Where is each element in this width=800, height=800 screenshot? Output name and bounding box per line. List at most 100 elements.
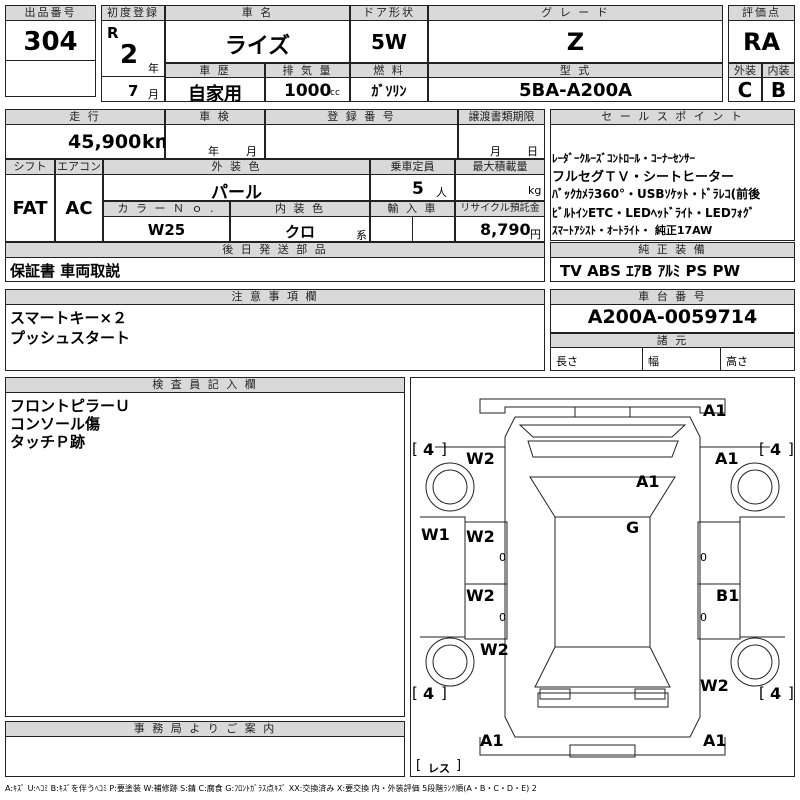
- displacement: 1000: [284, 81, 332, 101]
- mark-b1-door-r2: B1: [716, 586, 740, 605]
- door-zero-l1: 0: [499, 551, 506, 564]
- transfer-day: 日: [527, 145, 538, 158]
- tire-tl-bracket-open: [: [412, 440, 418, 458]
- capacity-unit: 人: [436, 186, 447, 199]
- door-zero-l2: 0: [499, 611, 506, 624]
- tire-bl-bracket-close: ]: [441, 684, 447, 702]
- capacity: 5: [412, 179, 424, 199]
- mileage-label: 走 行: [5, 109, 165, 125]
- mark-a1-front: A1: [703, 401, 727, 420]
- recycle: 8,790: [480, 220, 531, 239]
- model-label: 型 式: [428, 63, 723, 78]
- car-name: ライズ: [224, 34, 291, 59]
- spare-bracket-close: ]: [456, 758, 462, 773]
- mark-w1-left: W1: [421, 525, 450, 544]
- tire-tr: 4: [770, 440, 782, 459]
- reg-month: 7: [128, 82, 139, 100]
- mark-w2-rear-l: W2: [480, 640, 509, 659]
- spec-split-1: [642, 348, 643, 371]
- car-name-label: 車 名: [165, 5, 350, 21]
- history-label: 車 歴: [165, 63, 265, 78]
- mark-w2-door-l2: W2: [466, 586, 495, 605]
- legend: A:ｷｽﾞ U:ﾍｺﾐ B:ｷｽﾞを伴うﾍｺﾐ P:要塗装 W:補修跡 S:錆 …: [5, 784, 537, 793]
- mileage: 45,900: [68, 131, 142, 153]
- score-label: 評価点: [728, 5, 795, 21]
- inspector-cell: [5, 377, 405, 717]
- displacement-label: 排 気 量: [265, 63, 350, 78]
- sales-line-2: フルセグＴＶ・シートヒーター: [552, 170, 735, 185]
- door-zero-r2: 0: [700, 611, 707, 624]
- mark-w2-fl: W2: [466, 449, 495, 468]
- history: 自家用: [188, 84, 242, 105]
- spec-width: 幅: [648, 355, 659, 368]
- notes-line-2: プッシュスタート: [10, 329, 131, 347]
- sales-line-4: ﾋﾞﾙﾄｲﾝETC・LEDﾍｯﾄﾞﾗｲﾄ・LEDﾌｫｸﾞ: [552, 206, 755, 220]
- import-split: [412, 217, 413, 242]
- first-reg-divider: [101, 76, 165, 77]
- door-zero-r1: 0: [700, 551, 707, 564]
- tire-br: 4: [770, 684, 782, 703]
- load-label: 最大積載量: [455, 159, 545, 175]
- load-unit: kg: [528, 184, 542, 197]
- ac: AC: [65, 198, 93, 219]
- mark-w2-door-l1: W2: [466, 527, 495, 546]
- tire-tl-bracket-close: ]: [441, 440, 447, 458]
- door-type: 5W: [371, 30, 407, 54]
- fuel: ｶﾞｿﾘﾝ: [371, 84, 407, 100]
- later-label: 後 日 発 送 部 品: [5, 242, 545, 258]
- office-label: 事 務 局 よ り ご 案 内: [5, 721, 405, 737]
- interior-grade: B: [770, 78, 787, 102]
- spec-label: 諸 元: [550, 333, 795, 348]
- notes-line-1: スマートキー×２: [10, 309, 128, 327]
- color: パール: [211, 183, 262, 203]
- tire-br-bracket-close: ]: [788, 684, 794, 702]
- tire-tr-bracket-open: [: [759, 440, 765, 458]
- model: 5BA-A200A: [518, 80, 633, 101]
- sales-line-5: ｽﾏｰﾄｱｼｽﾄ・ｵｰﾄﾗｲﾄ・ 純正17AW: [552, 224, 713, 237]
- displacement-unit: cc: [330, 88, 340, 98]
- mark-a1-rear-l: A1: [480, 731, 504, 750]
- mark-w2-rear-r: W2: [700, 676, 729, 695]
- spec-split-2: [720, 348, 721, 371]
- score: RA: [742, 28, 781, 56]
- tire-tr-bracket-close: ]: [788, 440, 794, 458]
- inspector-label: 検 査 員 記 入 欄: [5, 377, 405, 393]
- mark-g-glass: G: [626, 518, 640, 537]
- sales-line-1: ﾚｰﾀﾞｰｸﾙｰｽﾞｺﾝﾄﾛｰﾙ・ｺｰﾅｰｾﾝｻｰ: [552, 152, 695, 165]
- chassis-label: 車 台 番 号: [550, 289, 795, 305]
- diagram-cell: [410, 377, 795, 777]
- lot-number: 304: [23, 27, 78, 57]
- int-color: クロ: [284, 223, 315, 241]
- lot-blank: [5, 60, 96, 97]
- recycle-unit: 円: [530, 228, 541, 241]
- color-label: 外 装 色: [103, 159, 370, 175]
- tire-tl: 4: [423, 440, 435, 459]
- recycle-label: リサイクル預託金: [455, 201, 545, 217]
- notes-label: 注 意 事 項 欄: [5, 289, 545, 305]
- inspector-line-2: コンソール傷: [10, 415, 101, 433]
- int-color-suffix: 系: [356, 229, 367, 242]
- mark-a1-hood: A1: [636, 472, 660, 491]
- lot-label: 出品番号: [5, 5, 96, 21]
- transfer-label: 譲渡書類期限: [458, 109, 545, 125]
- shift: FAT: [12, 198, 48, 219]
- color-no-label: カ ラ ー Ｎ ｏ .: [103, 201, 230, 217]
- genuine-equipment: TV ABS ｴｱB ｱﾙﾐ PS PW: [560, 262, 741, 280]
- spare-bracket-open: [: [416, 758, 422, 773]
- later-parts: 保証書 車両取説: [10, 262, 121, 280]
- shift-label: シフト: [5, 159, 55, 175]
- tire-bl: 4: [423, 684, 435, 703]
- grade: Z: [566, 28, 585, 56]
- sales-cell: [550, 109, 795, 241]
- ac-label: エアコン: [55, 159, 103, 175]
- fuel-label: 燃 料: [350, 63, 428, 78]
- year-unit: 年: [148, 62, 159, 75]
- color-no: W25: [147, 221, 186, 239]
- inspector-line-3: タッチＰ跡: [10, 433, 86, 451]
- mark-a1-fr: A1: [715, 449, 739, 468]
- door-label: ドア形状: [350, 5, 428, 21]
- sales-line-3: ﾊﾞｯｸｶﾒﾗ360°・USBｿｹｯﾄ・ﾄﾞﾗﾚｺ(前後: [552, 187, 761, 201]
- int-color-label: 内 装 色: [230, 201, 370, 217]
- inspection-label: 車 検: [165, 109, 265, 125]
- grade-label: グ レ ー ド: [428, 5, 723, 21]
